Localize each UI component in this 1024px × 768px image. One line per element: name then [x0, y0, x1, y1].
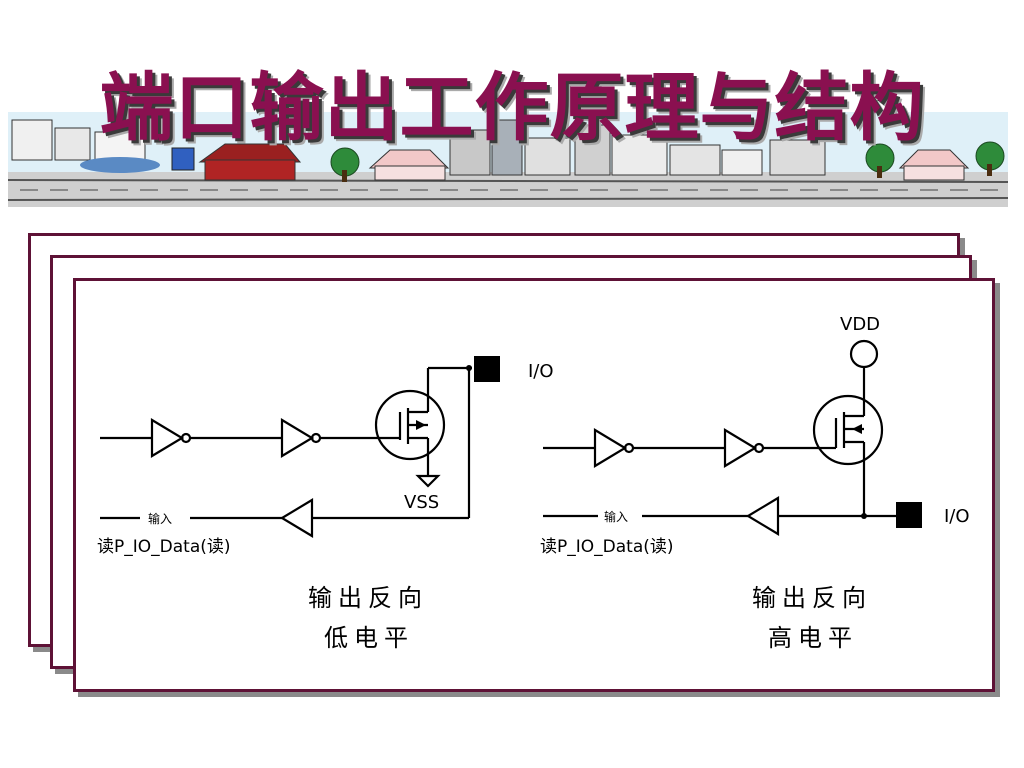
io-pin-low — [474, 356, 500, 382]
vdd-source-symbol — [849, 339, 879, 369]
read-buffer-1 — [279, 498, 314, 538]
io-pin-high — [896, 502, 922, 528]
circuit-output-low — [100, 356, 500, 538]
io-label-low: I/O — [528, 361, 554, 382]
slide-title: 端口输出工作原理与结构 — [99, 65, 925, 151]
vss-label: VSS — [404, 492, 439, 513]
input-label-low: 输入 — [148, 511, 172, 526]
city-skyline-banner — [7, 112, 1009, 207]
inverter-3 — [593, 428, 628, 468]
io-label-high: I/O — [944, 506, 970, 527]
inverter-4 — [723, 428, 758, 468]
caption-low-line1: 输出反向 — [308, 584, 428, 612]
circuit-output-high — [543, 339, 922, 536]
read-buffer-2 — [745, 496, 780, 536]
caption-low-line2: 低电平 — [324, 624, 414, 652]
caption-high-line1: 输出反向 — [752, 584, 872, 612]
input-label-high: 输入 — [604, 509, 628, 524]
caption-high-line2: 高电平 — [768, 624, 858, 652]
inverter-2 — [280, 418, 315, 458]
vdd-label: VDD — [840, 314, 880, 335]
pmos-transistor — [812, 394, 884, 466]
nmos-transistor — [374, 389, 446, 461]
inverter-1 — [150, 418, 185, 458]
read-label-low: 读P_IO_Data(读) — [97, 537, 231, 557]
card-front — [73, 278, 995, 692]
vss-ground-symbol — [415, 474, 441, 488]
read-label-high: 读P_IO_Data(读) — [540, 537, 674, 557]
